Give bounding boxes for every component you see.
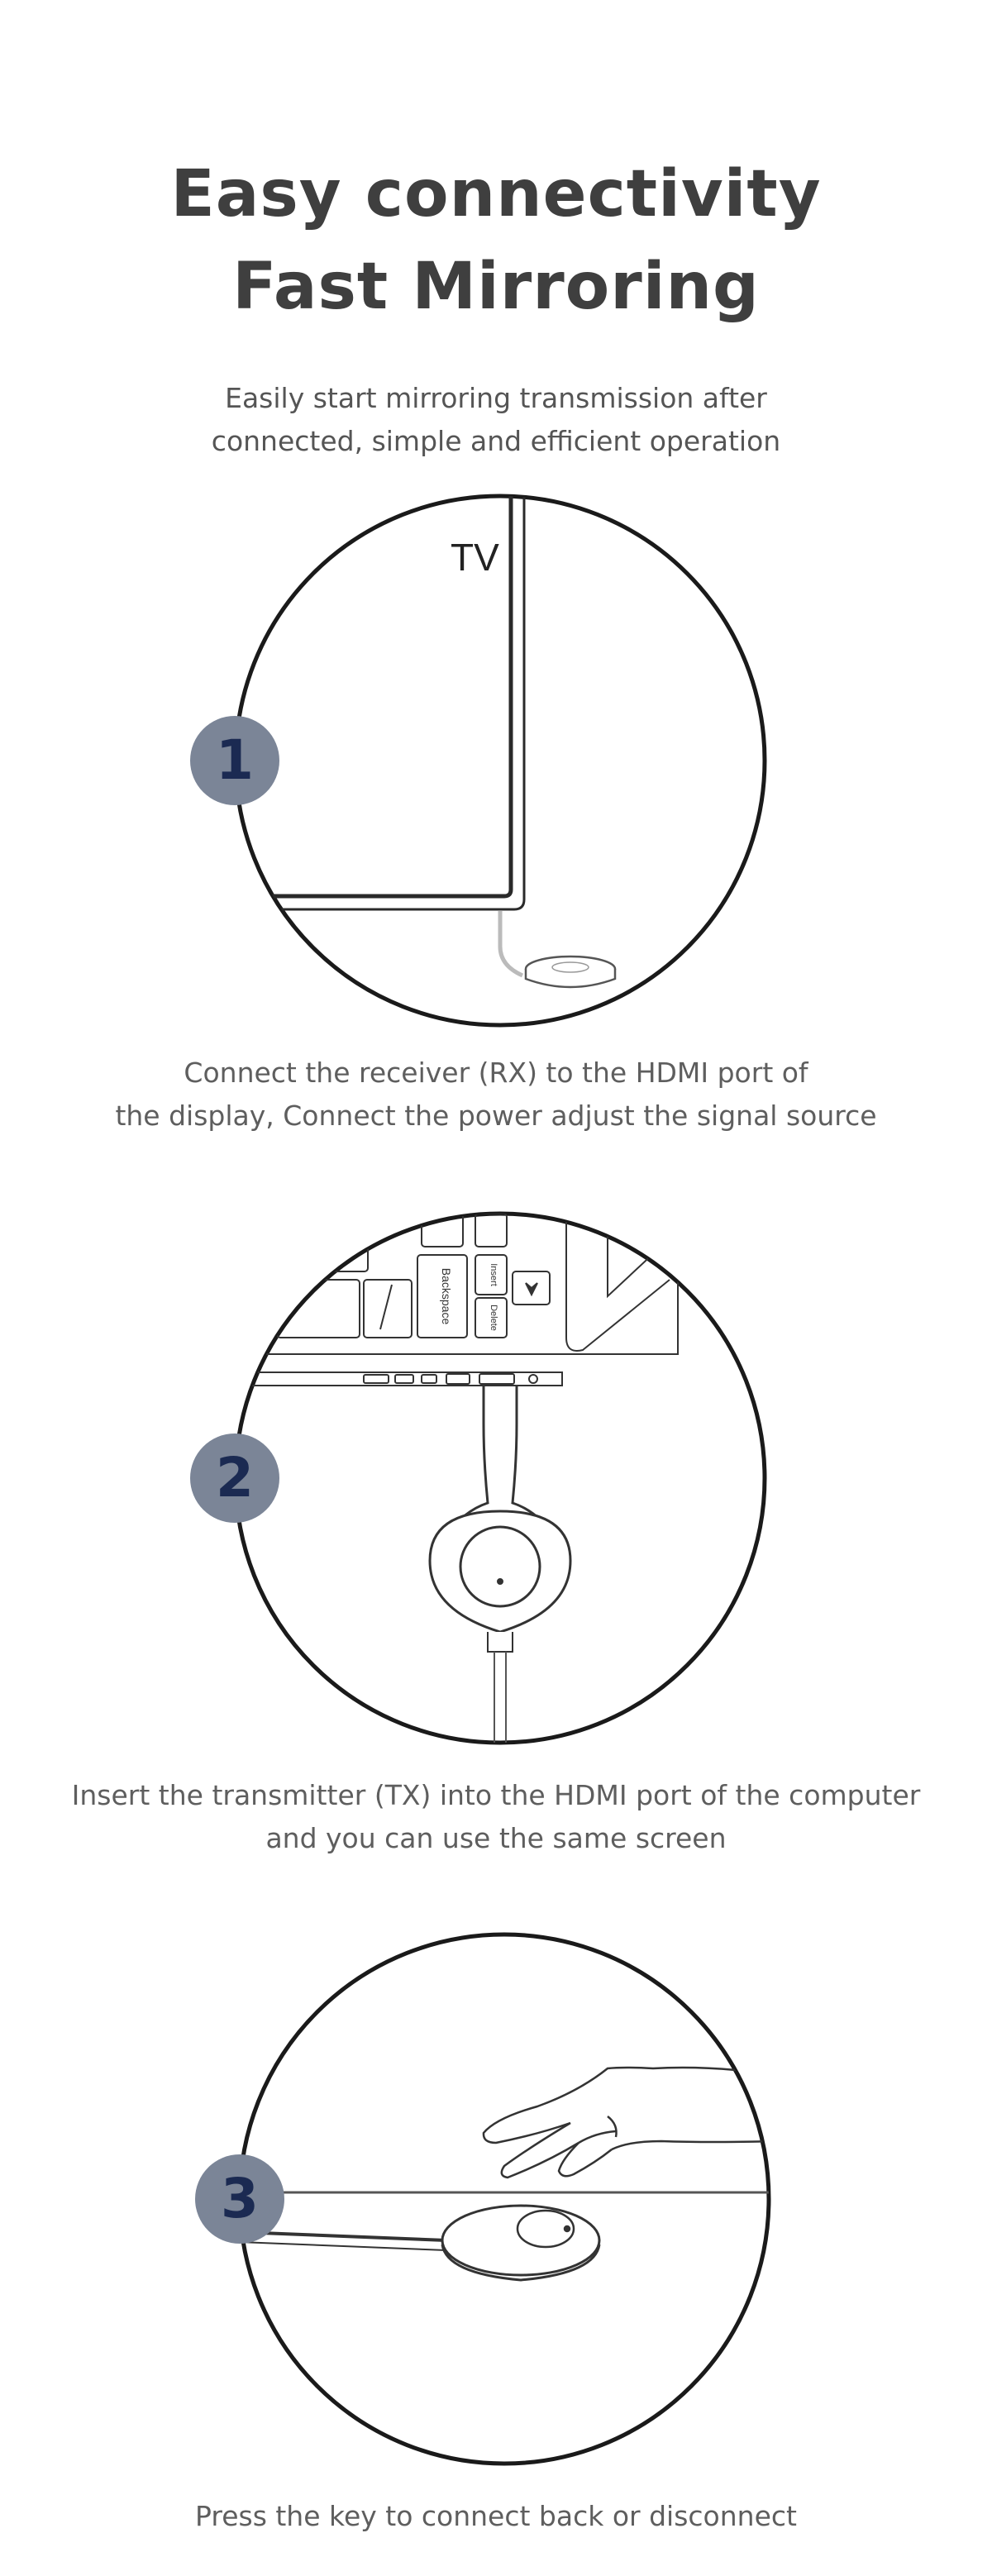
page-subtitle: Easily start mirroring transmission afte… — [0, 377, 992, 463]
step1-badge: 1 — [190, 716, 279, 805]
transmitter-device — [428, 1386, 572, 1743]
page-title-line2: Fast Mirroring — [232, 250, 760, 324]
receiver-device — [524, 955, 617, 989]
step1-caption-line1: Connect the receiver (RX) to the HDMI po… — [184, 1057, 808, 1089]
hand-illustration — [482, 2066, 769, 2179]
step3-badge: 3 — [195, 2154, 284, 2244]
step1-caption: Connect the receiver (RX) to the HDMI po… — [0, 1052, 992, 1138]
step3-caption-line1: Press the key to connect back or disconn… — [195, 2500, 797, 2532]
step2-badge: 2 — [190, 1433, 279, 1523]
receiver-cable — [498, 911, 524, 978]
step1-illustration: TV — [233, 494, 767, 1028]
laptop-ports — [236, 1371, 563, 1386]
tv-label: TV — [451, 536, 499, 579]
subtitle-line2: connected, simple and efficient operatio… — [211, 425, 781, 457]
step2-caption: Insert the transmitter (TX) into the HDM… — [0, 1774, 992, 1860]
key-backspace: Backspace — [440, 1268, 453, 1325]
step3-circle — [237, 1932, 771, 2466]
key-insert: Insert — [489, 1263, 498, 1286]
subtitle-line1: Easily start mirroring transmission afte… — [225, 382, 767, 414]
step3-caption: Press the key to connect back or disconn… — [0, 2495, 992, 2538]
step1-caption-line2: the display, Connect the power adjust th… — [115, 1100, 877, 1132]
step3-illustration — [237, 1932, 771, 2466]
step2-caption-line1: Insert the transmitter (TX) into the HDM… — [71, 1779, 921, 1811]
step2-illustration: Backspace Insert Delete — [233, 1211, 767, 1745]
step2-caption-line2: and you can use the same screen — [265, 1822, 727, 1854]
key-delete: Delete — [489, 1305, 498, 1331]
step2-circle — [233, 1211, 767, 1745]
transmitter-button-device — [441, 2204, 601, 2282]
page-title-line1: Easy connectivity — [170, 157, 822, 231]
tv-outline — [236, 496, 526, 911]
